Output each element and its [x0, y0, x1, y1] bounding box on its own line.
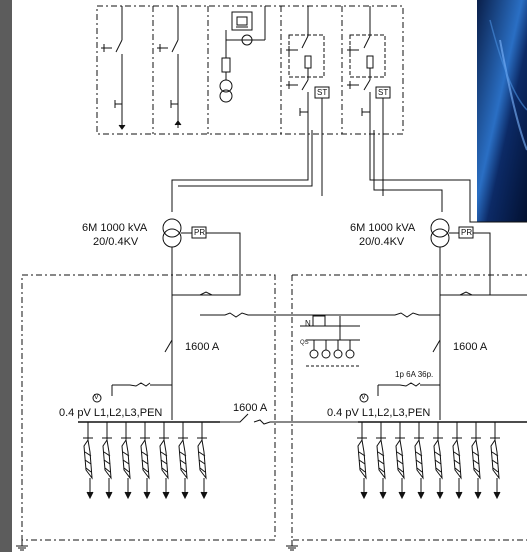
- feeder-circuit: [395, 422, 406, 500]
- feeders-left: [83, 422, 208, 500]
- voltmeter-right: [359, 393, 369, 403]
- switchgear-panel-3: [219, 6, 266, 103]
- st-trip-right: ST: [378, 88, 389, 97]
- feeder-circuit: [433, 422, 444, 500]
- feeder-circuit: [159, 422, 170, 500]
- control-n-label: N: [305, 319, 311, 328]
- control-qs-label: QS: [300, 340, 309, 346]
- feeder-circuit: [452, 422, 463, 500]
- switchgear-panel-1: [101, 6, 126, 130]
- feeders-right: [357, 422, 501, 500]
- left-main-breaker-rating: 1600 A: [185, 341, 220, 353]
- right-main-breaker-rating: 1600 A: [453, 341, 488, 353]
- feeder-circuit: [376, 422, 387, 500]
- feeder-circuit: [490, 422, 501, 500]
- feeder-circuit: [471, 422, 482, 500]
- feeder-circuit: [83, 422, 94, 500]
- feeder-circuit: [197, 422, 208, 500]
- aux-circuit-note: 1p 6A 36p.: [395, 370, 434, 379]
- transformer-right-voltage: 20/0.4KV: [359, 236, 405, 248]
- ground-symbols: [16, 540, 298, 551]
- transformer-left-rating: 6M 1000 kVA: [82, 222, 148, 234]
- mv-switchgear: [96, 5, 404, 135]
- feeder-circuit: [178, 422, 189, 500]
- pr-relay-left: PR: [194, 228, 206, 237]
- bus-tie: [220, 413, 358, 425]
- aux-control-box: [300, 315, 360, 367]
- left-edge-bar: [0, 0, 12, 552]
- voltmeter-right-symbol: V: [361, 394, 366, 401]
- feeder-circuit: [140, 422, 151, 500]
- feeder-circuit: [121, 422, 132, 500]
- lv-panel-outlines: [21, 274, 527, 541]
- left-main-breaker: [111, 339, 173, 420]
- switchgear-panel-2: [157, 6, 182, 128]
- voltmeter-left-symbol: V: [94, 394, 99, 401]
- right-main-breaker: [377, 339, 441, 420]
- transformer-left-voltage: 20/0.4KV: [93, 236, 139, 248]
- decorative-blue-image: [477, 0, 527, 222]
- busbar-left-label: 0.4 pV L1,L2,L3,PEN: [59, 407, 163, 419]
- switchgear-panel-4: [286, 6, 330, 130]
- voltmeter-left: [92, 393, 102, 403]
- st-trip-left: ST: [317, 88, 328, 97]
- feeder-circuit: [357, 422, 368, 500]
- bus-tie-rating: 1600 A: [233, 402, 268, 414]
- transformer-right-rating: 6M 1000 kVA: [350, 222, 416, 234]
- pr-relay-right: PR: [461, 228, 473, 237]
- busbar-right-label: 0.4 pV L1,L2,L3,PEN: [327, 407, 431, 419]
- feeder-circuit: [102, 422, 113, 500]
- transformer-left: [162, 218, 241, 420]
- mv-cables: [171, 110, 527, 223]
- feeder-circuit: [414, 422, 425, 500]
- switchgear-panel-5: [347, 6, 391, 130]
- aux-loops: [172, 291, 527, 318]
